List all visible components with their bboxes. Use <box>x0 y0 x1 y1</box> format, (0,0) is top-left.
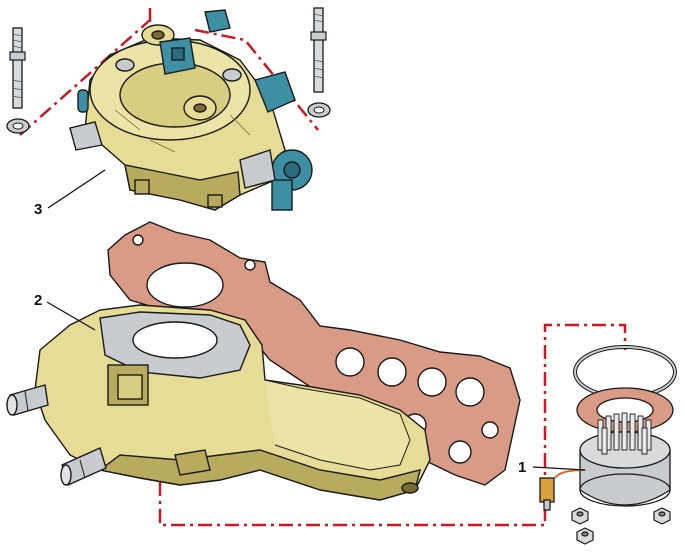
intake-manifold <box>6 304 431 501</box>
stud-left <box>6 27 30 134</box>
leader-3 <box>47 169 106 209</box>
callout-2: 2 <box>34 292 42 309</box>
nut-1 <box>571 507 589 525</box>
nut-2 <box>576 527 594 545</box>
assembly-line-heater <box>158 323 627 527</box>
nuts <box>571 507 671 545</box>
nut-3 <box>653 507 671 525</box>
carburetor <box>69 9 313 211</box>
hose-nipple-lower <box>60 447 107 486</box>
leader-1 <box>532 466 586 471</box>
stud-right <box>307 7 331 118</box>
leader-2 <box>46 301 96 331</box>
heater-element <box>539 345 677 511</box>
callout-3: 3 <box>34 201 42 218</box>
leader-lines <box>46 169 586 471</box>
callout-1: 1 <box>518 459 526 476</box>
hose-nipple-upper <box>6 384 49 416</box>
heater-pins <box>597 412 652 455</box>
manifold-gasket <box>107 221 521 486</box>
assembly-line-left-stud <box>19 19 151 136</box>
heater-connector <box>539 477 555 503</box>
